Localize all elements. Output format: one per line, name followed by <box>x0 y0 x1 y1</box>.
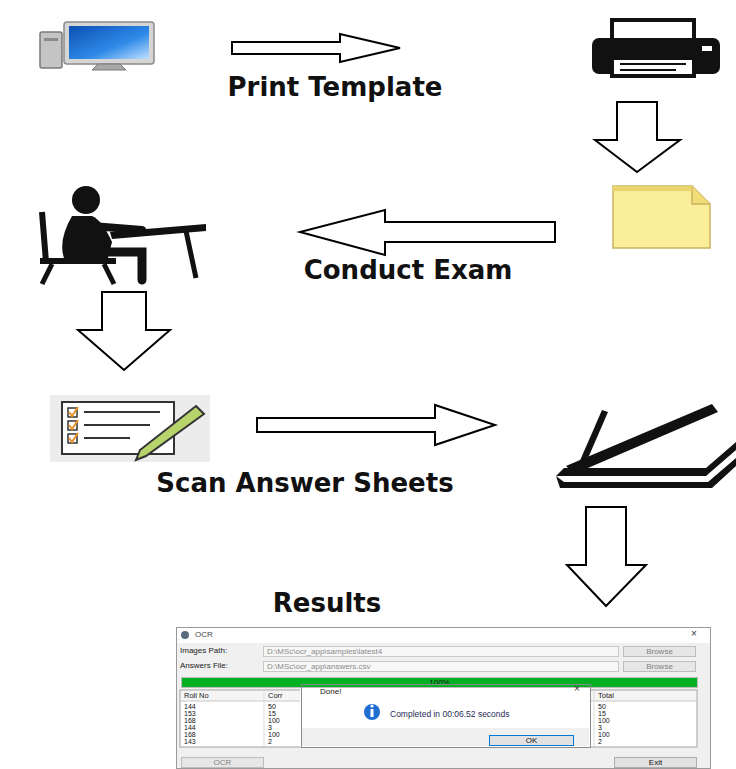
field-value: D:\MSc\ocr_app\answers.csv <box>267 663 371 671</box>
step-label: Conduct Exam <box>304 257 513 283</box>
button-caption: Exit <box>649 759 662 767</box>
field-label: Images Path: <box>180 647 227 655</box>
table-cell: 50 <box>598 703 606 710</box>
answer-sheet-icon <box>50 395 210 462</box>
table-cell: 3 <box>598 724 602 731</box>
message-dialog: Done! Completed in 00:06.52 secondsOK <box>301 684 591 748</box>
table-header: Roll No <box>184 692 209 700</box>
button-caption: Browse <box>646 648 673 656</box>
close-glyph: × <box>574 684 580 694</box>
dialog-message: Completed in 00:06.52 seconds <box>390 710 510 719</box>
table-cell: 2 <box>268 738 272 745</box>
table-cell: 144 <box>184 703 196 710</box>
exit-button: Exit <box>614 757 697 768</box>
app-window-art <box>176 627 711 769</box>
browse-button: Browse <box>623 661 696 672</box>
table-header: Corr <box>268 692 283 700</box>
printer-icon <box>592 20 720 76</box>
table-cell: 100 <box>598 717 610 724</box>
browse-button: Browse <box>623 646 696 657</box>
button-caption: OK <box>526 737 538 745</box>
field-label: Answers File: <box>180 662 228 670</box>
flow-arrow <box>257 405 495 445</box>
flow-arrow <box>567 507 646 606</box>
table-cell: 144 <box>184 724 196 731</box>
button-caption: 100% <box>429 679 449 687</box>
table-header: Total <box>598 692 614 700</box>
table-cell: 100 <box>598 731 610 738</box>
step-label: Scan Answer Sheets <box>156 470 453 496</box>
field-value: D:\MSc\ocr_app\samples\latest4 <box>267 648 382 656</box>
table-cell: 153 <box>184 710 196 717</box>
window-title: OCR <box>195 631 213 639</box>
button-caption: OCR <box>214 759 232 767</box>
table-cell: 100 <box>268 731 280 738</box>
close-glyph: × <box>691 629 697 639</box>
table-cell: 100 <box>268 717 280 724</box>
student-icon <box>40 186 206 284</box>
paper-icon <box>613 186 710 248</box>
table-cell: 15 <box>268 710 276 717</box>
flow-arrow <box>232 34 400 62</box>
table-cell: 143 <box>184 738 196 745</box>
table-cell: 2 <box>598 738 602 745</box>
dialog-title: Done! <box>320 688 341 696</box>
step-label: Results <box>273 590 381 616</box>
table-cell: 15 <box>598 710 606 717</box>
flow-arrow <box>78 292 170 370</box>
progress-bar: 100% <box>181 677 698 688</box>
ocr-button: OCR <box>181 757 264 768</box>
table-cell: 168 <box>184 731 196 738</box>
step-label: Print Template <box>228 74 443 100</box>
table-cell: 3 <box>268 724 272 731</box>
ok-button: OK <box>489 735 574 746</box>
flow-arrow <box>300 210 555 255</box>
path-field: D:\MSc\ocr_app\samples\latest4 <box>263 646 619 657</box>
button-caption: Browse <box>646 663 673 671</box>
app-window: OCRD:\MSc\ocr_app\samples\latest4BrowseD… <box>176 627 711 769</box>
table-cell: 168 <box>184 717 196 724</box>
scanner-icon <box>556 404 736 488</box>
flow-arrow <box>595 102 680 172</box>
table-cell: 50 <box>268 703 276 710</box>
path-field: D:\MSc\ocr_app\answers.csv <box>263 661 619 672</box>
computer-icon <box>40 22 154 70</box>
